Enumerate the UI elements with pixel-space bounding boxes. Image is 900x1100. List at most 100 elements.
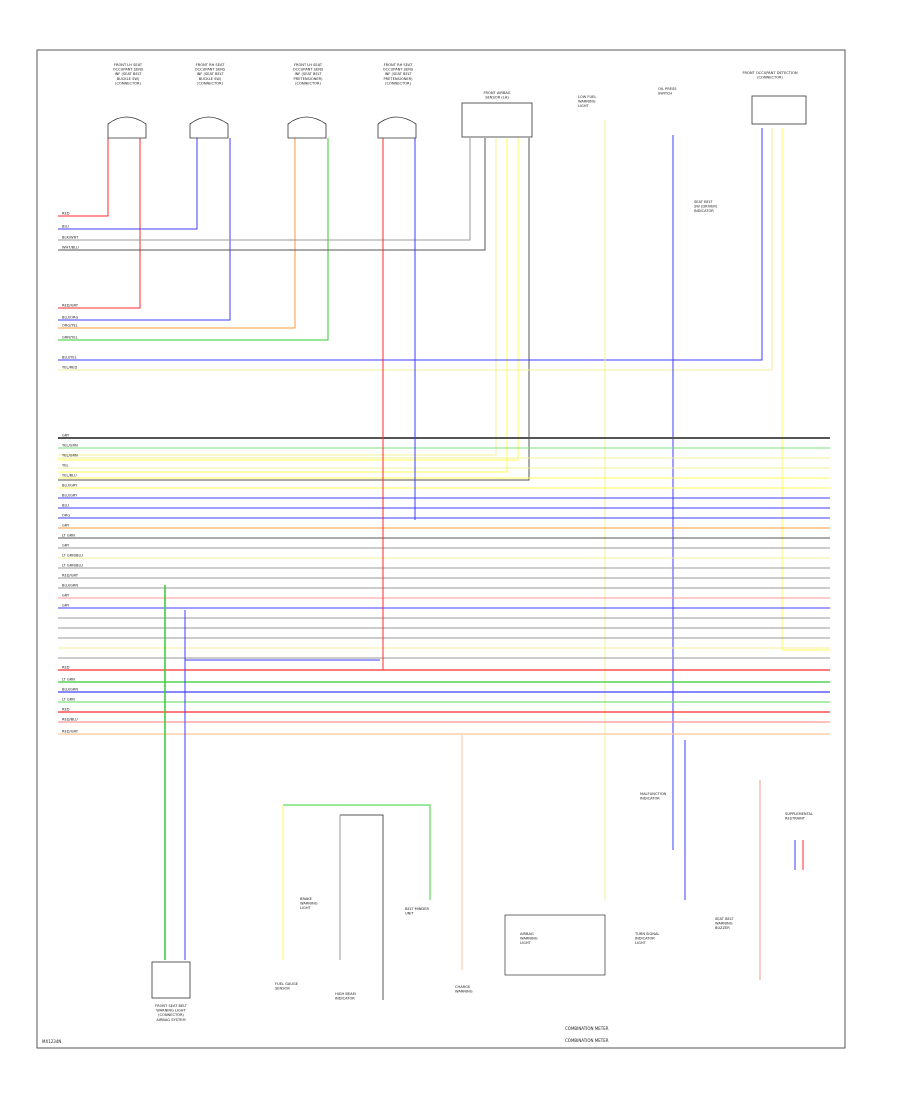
wire-dark-gray	[340, 814, 384, 1000]
connector-1-label: FRONT LH SEAT	[114, 63, 143, 67]
wire-group-3-label: YEL/RED	[62, 366, 77, 370]
harness-wire-label: ORG	[62, 514, 70, 518]
airbag-sensor-label: FRONT AIRBAG	[483, 91, 510, 95]
wire-group-1-label: WHT/BLU	[62, 246, 79, 250]
connector-1-label: INF (SEAT BELT	[115, 72, 143, 76]
connector-2-label: FRONT RH SEAT	[196, 63, 225, 67]
lower-harness-label: RED	[62, 666, 70, 670]
supplemental-restraint-label: RESTRAINT	[785, 817, 806, 821]
wire-dark-gray	[58, 138, 530, 481]
connector-2-label: OCCUPANT SENS	[195, 68, 226, 72]
oil-press-label: SWITCH	[658, 92, 672, 96]
seat-belt-unit-label: FRONT SEAT BELT	[155, 1004, 188, 1008]
harness-wire-label: GRY	[62, 604, 70, 608]
seat-belt-unit-label: (CONNECTOR)	[158, 1013, 184, 1017]
airbag-warning-label: AIRBAG	[520, 932, 534, 936]
harness-wire-label: YEL/GRN	[62, 444, 78, 448]
seat-belt-unit-box	[151, 961, 191, 999]
occupant-detection-box	[751, 95, 807, 125]
connector-1-label: (CONNECTOR)	[115, 81, 141, 85]
airbag-warning-label: WARNING	[520, 937, 538, 941]
occupant-detection-label: (CONNECTOR)	[757, 76, 783, 80]
high-beam-label: INDICATOR	[335, 997, 355, 1001]
seat-belt-indicator-label: SEAT BELT	[694, 200, 713, 204]
seat-belt-buzzer-label: WARNING	[715, 922, 733, 926]
harness-wire-label: YEL	[62, 464, 68, 468]
wire-group-3-label: BLU/YEL	[62, 356, 77, 360]
wire-group-1-label: BLK/WHT	[62, 236, 79, 240]
low-fuel-label: LIGHT	[578, 104, 590, 108]
connector-4-label: FRONT RH SEAT	[384, 63, 413, 67]
connector-3-label: (CONNECTOR)	[295, 81, 321, 85]
brake-warning-label: WARNING	[300, 902, 318, 906]
lower-harness-label: RED/GRY	[62, 730, 79, 734]
connector-1-label: OCCUPANT SENS	[113, 68, 144, 72]
wire-red	[58, 138, 141, 309]
seat-belt-indicator-label: INDICATOR	[694, 209, 714, 213]
wire-layer	[58, 120, 830, 1000]
wire-yellow	[781, 128, 830, 651]
harness-wire-label: GRY	[62, 524, 70, 528]
turn-signal-label: INDICATOR	[635, 937, 655, 941]
airbag-sensor-label: SENSOR (LH)	[485, 96, 509, 100]
connector-2-label: BUCKLE SW)	[199, 77, 222, 81]
footer-code: MX1234N	[42, 1039, 61, 1044]
fuel-gauge-label: SENSOR	[275, 987, 290, 991]
connector-2-label: INF (SEAT BELT	[197, 72, 225, 76]
bottom-label-2: COMBINATION METER	[565, 1038, 609, 1043]
brake-warning-label: BRAKE	[300, 897, 313, 901]
wire-group-2-label: ORG/YEL	[62, 324, 78, 328]
malfunction-indicator-label: INDICATOR	[640, 797, 660, 801]
wire-red	[58, 138, 109, 217]
harness-wire-label: LT GRN/BLU	[62, 564, 83, 568]
lower-harness-label: LT GRN	[62, 698, 75, 702]
harness-wire-label: BLU/GRY	[62, 484, 78, 488]
airbag-warning-label: LIGHT	[520, 941, 532, 945]
high-beam-label: HIGH BEAM	[335, 992, 356, 996]
harness-wire-label: LT GRN/BLU	[62, 554, 83, 558]
harness-wire-label: RED/GRY	[62, 574, 79, 578]
wire-yellow	[58, 138, 519, 461]
seat-belt-indicator-label: SW (DRIVER)	[694, 205, 718, 209]
harness-wire-label: BLU	[62, 504, 69, 508]
connector-3-label: PRETENSIONER)	[293, 77, 323, 81]
seat-belt-buzzer-label: BUZZER	[715, 926, 730, 930]
wire-light-yellow	[58, 128, 773, 371]
wire-orange	[58, 138, 296, 329]
harness-wire-label: GRY	[62, 544, 70, 548]
seat-belt-unit-label: WARNING LIGHT	[156, 1009, 186, 1013]
wire-gray	[58, 138, 471, 241]
wire-blue	[58, 138, 231, 321]
wire-group-1-label: RED	[62, 212, 70, 216]
supplemental-restraint-label: SUPPLEMENTAL	[785, 812, 813, 816]
wire-green	[58, 138, 329, 341]
harness-wire-label: YEL/BLU	[62, 474, 77, 478]
lower-harness-label: RED/BLU	[62, 718, 78, 722]
wire-blue	[58, 138, 198, 230]
connector-4-label: INF (SEAT BELT	[385, 72, 413, 76]
wire-light-yellow	[58, 138, 497, 456]
brake-warning-label: LIGHT	[300, 906, 312, 910]
fuel-gauge-label: FUEL GAUGE	[275, 982, 299, 986]
harness-wire-label: GRY	[62, 594, 70, 598]
charge-warning-label: WARNING	[455, 990, 473, 994]
airbag-sensor-box	[461, 102, 533, 138]
charge-warning-label: CHARGE	[455, 985, 471, 989]
connector-3-label: FRONT LH SEAT	[294, 63, 323, 67]
harness-wire-label: YEL/GRN	[62, 454, 78, 458]
malfunction-indicator-label: MALFUNCTION	[640, 792, 667, 796]
diagram-frame	[36, 49, 846, 1049]
oil-press-label: OIL PRESS	[658, 87, 677, 91]
harness-wire-label: BLU/GRY	[62, 494, 78, 498]
connector-2	[189, 116, 229, 139]
combination-meter-box	[504, 914, 606, 976]
harness-wire-label: LT GRN	[62, 534, 75, 538]
wire-blue	[58, 128, 763, 361]
occupant-detection-label: FRONT OCCUPANT DETECTION	[742, 71, 797, 75]
lower-harness-label: BLU/GRN	[62, 688, 78, 692]
belt-minder-label: BELT MINDER	[405, 907, 429, 911]
seat-belt-unit-label: AIRBAG SYSTEM	[156, 1018, 185, 1022]
low-fuel-label: LOW FUEL	[578, 95, 596, 99]
